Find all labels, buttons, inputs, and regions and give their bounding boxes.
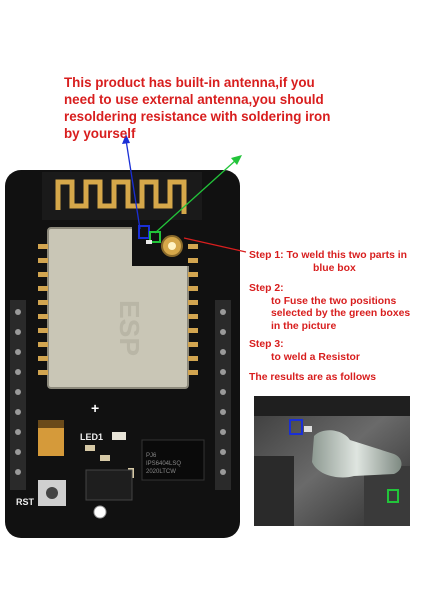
- step-3-title: Step 3:: [249, 339, 284, 350]
- svg-text:ESP: ESP: [114, 300, 145, 356]
- green-arrow: [154, 155, 242, 234]
- led1-label: LED1: [80, 432, 103, 442]
- psram-chip: [141, 439, 205, 481]
- mounting-hole: [93, 505, 107, 519]
- rst-label: RST: [16, 497, 35, 507]
- left-module-pads: [38, 244, 48, 375]
- results-label: The results are as follows: [249, 372, 377, 383]
- right-module-pads: [188, 244, 198, 375]
- inset-blue-box: [289, 419, 303, 435]
- step-2-detail: to Fuse the two positions selected by th…: [271, 295, 411, 332]
- result-photo-inset: [254, 396, 410, 526]
- step-2-title: Step 2:: [249, 283, 284, 294]
- antenna-notice-text: This product has built-in antenna,if you…: [64, 75, 331, 141]
- blue-arrow: [122, 134, 141, 230]
- step-1-detail: blue box: [313, 262, 356, 274]
- step-2: Step 2: to Fuse the two positions select…: [249, 283, 421, 333]
- svg-text:PJ6: PJ6: [146, 453, 157, 459]
- step-1: Step 1: To weld this two parts in blue b…: [249, 250, 407, 275]
- step-1-title: Step 1: To weld this two parts in: [249, 250, 407, 261]
- step-3-detail: to weld a Resistor: [271, 351, 360, 363]
- pcb-antenna-trace: [55, 179, 187, 214]
- metal-shield-module: [48, 228, 188, 388]
- soldered-resistor: [312, 430, 402, 478]
- right-pin-header: [215, 300, 231, 490]
- step-3: Step 3: to weld a Resistor: [249, 339, 360, 364]
- green-selection-box: [149, 231, 161, 243]
- left-pin-header: [10, 300, 26, 490]
- led1: [112, 432, 126, 440]
- svg-text:IPS6404LSQ: IPS6404LSQ: [146, 461, 181, 467]
- inset-green-box: [387, 489, 399, 503]
- voltage-regulator: [85, 469, 133, 501]
- plus-label: +: [91, 400, 99, 416]
- svg-text:2020LTCW: 2020LTCW: [146, 469, 176, 475]
- red-arrow: [183, 237, 247, 253]
